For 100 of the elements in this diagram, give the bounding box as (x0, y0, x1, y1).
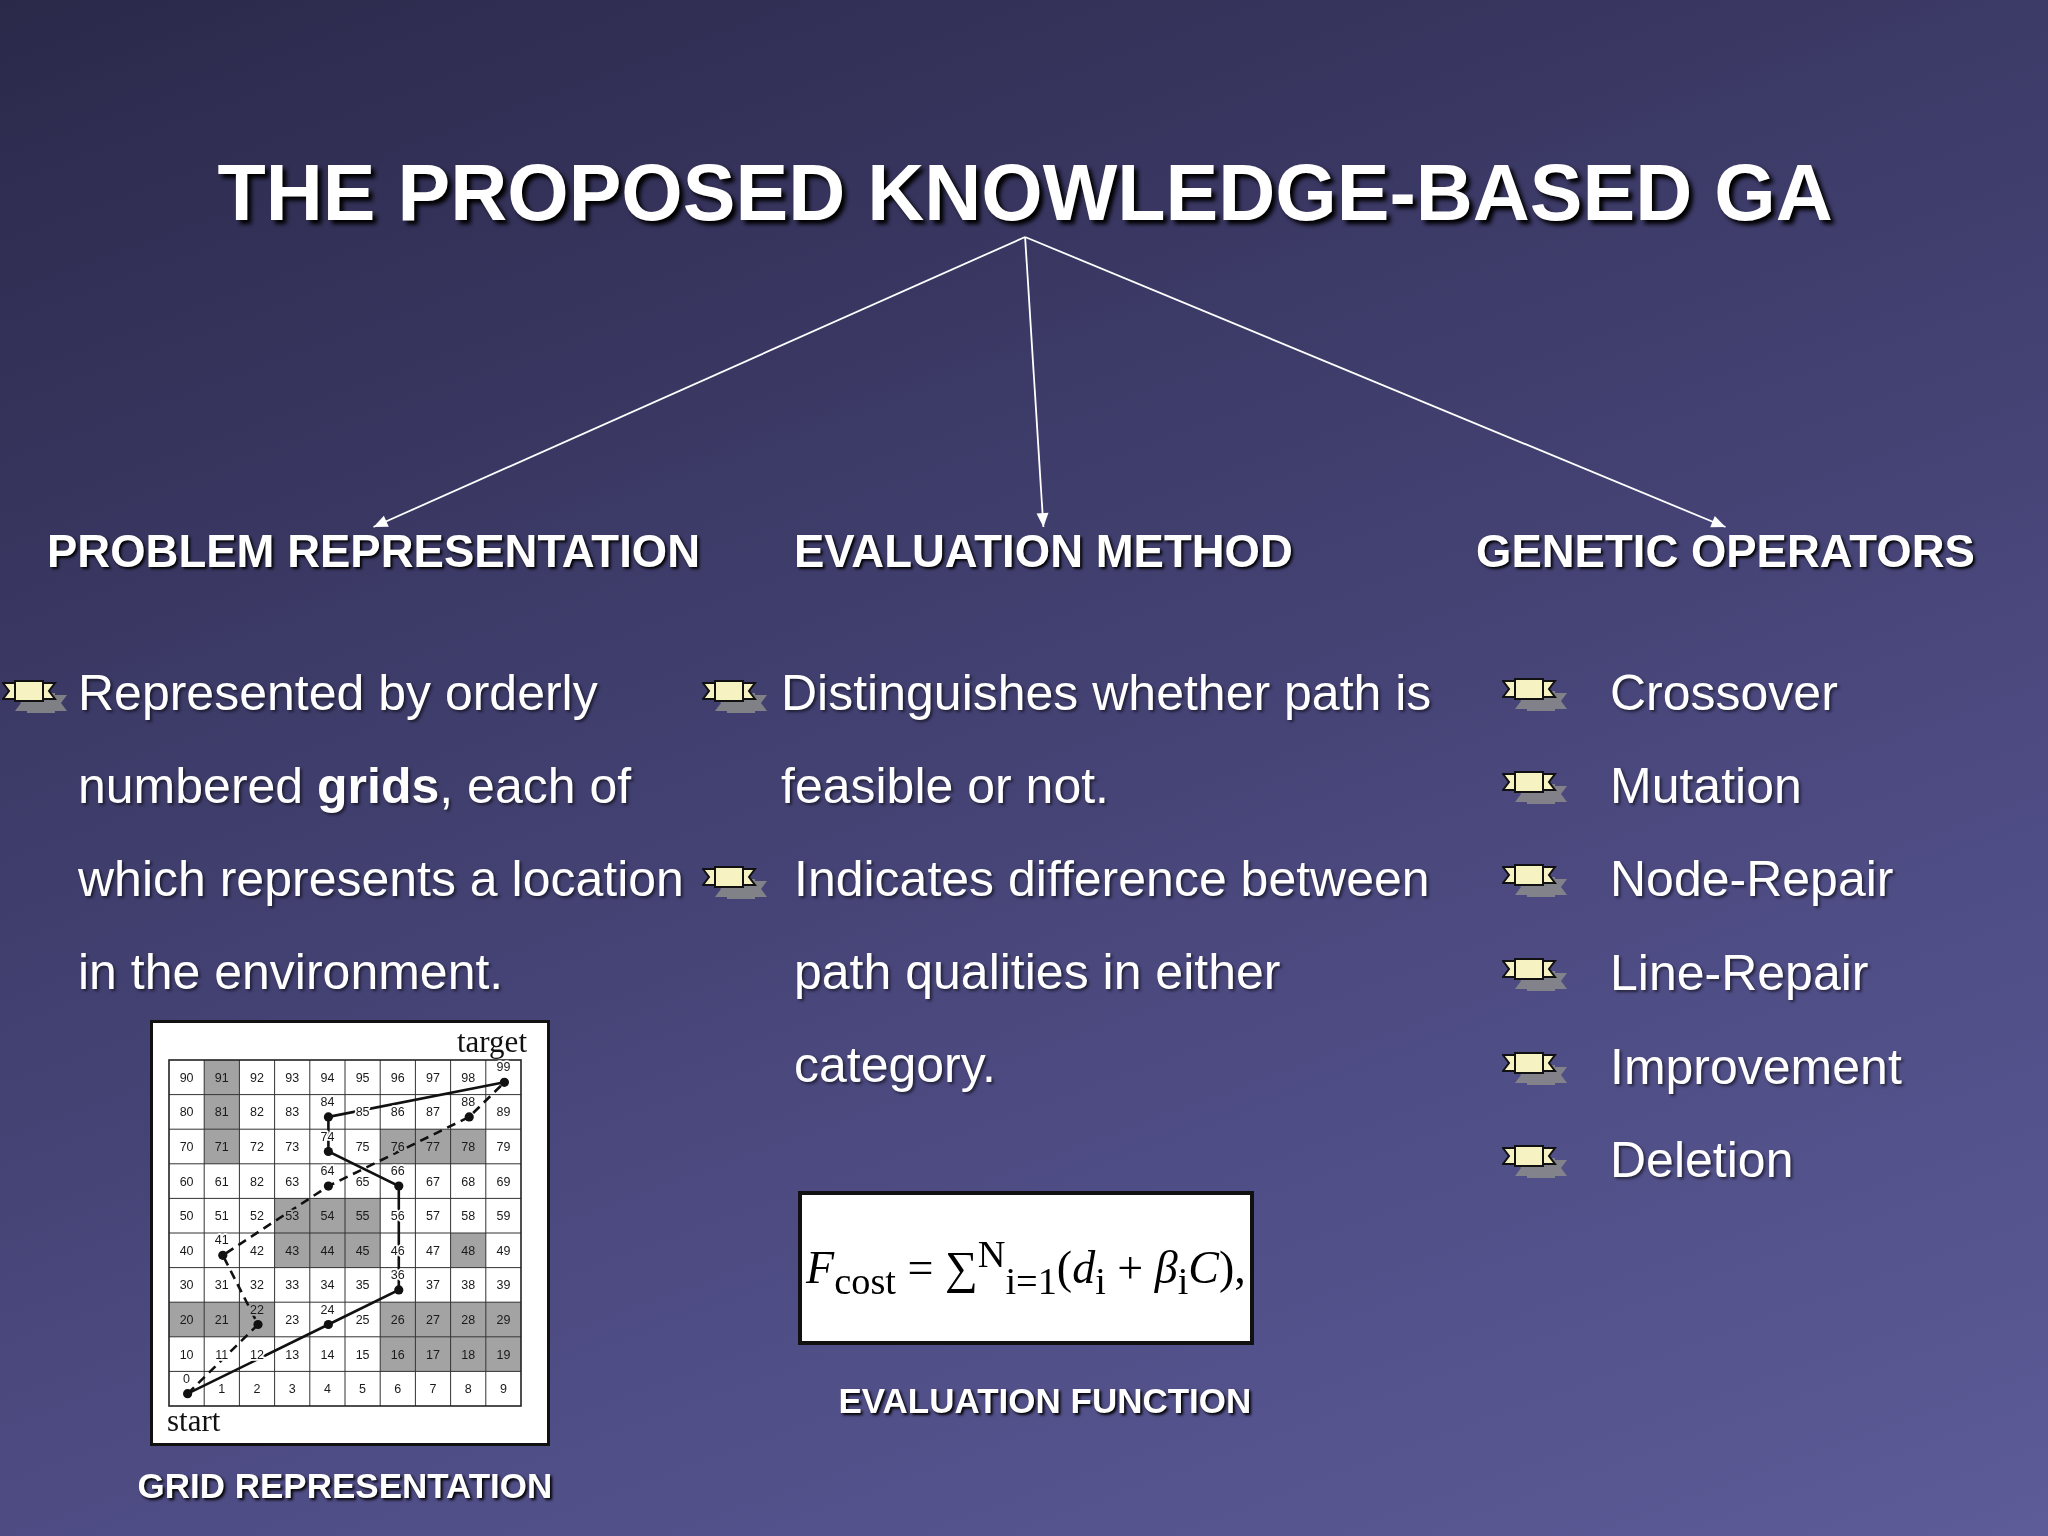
cell-number: 57 (426, 1209, 440, 1224)
cell-number: 35 (355, 1278, 370, 1293)
cell-number: 18 (461, 1347, 476, 1362)
cell-number: 28 (461, 1313, 476, 1327)
cell-number: 79 (496, 1140, 511, 1154)
cell-number: 29 (496, 1313, 511, 1327)
cell-number: 86 (390, 1105, 405, 1120)
cell-number: 7 (429, 1382, 437, 1397)
arrow (1024, 236, 1049, 528)
cell-number: 82 (250, 1174, 264, 1189)
cell-number: 54 (320, 1209, 335, 1224)
cell-number: 65 (355, 1174, 370, 1189)
column-heading: GENETIC OPERATORS (1476, 527, 1975, 577)
bullet-text: Crossover (1610, 664, 1838, 723)
cell-number: 1 (218, 1382, 226, 1397)
cell-number: 70 (179, 1140, 194, 1154)
cell-number: 15 (355, 1347, 370, 1362)
cell-number: 17 (426, 1347, 440, 1362)
cell-number: 97 (426, 1070, 440, 1085)
cell-number: 0 (183, 1371, 191, 1386)
cell-number: 14 (320, 1347, 335, 1362)
cell-number: 94 (320, 1070, 335, 1085)
cell-number: 58 (461, 1209, 476, 1224)
cell-number: 81 (214, 1105, 229, 1120)
cell-number: 59 (496, 1209, 511, 1224)
cell-number: 11 (215, 1347, 229, 1362)
cell-number: 98 (461, 1070, 476, 1085)
slide-title: THE PROPOSED KNOWLEDGE-BASED GA (217, 149, 1833, 237)
cell-number: 72 (250, 1140, 264, 1154)
cell-number: 31 (214, 1278, 229, 1293)
cell-number: 93 (285, 1070, 300, 1085)
cell-number: 53 (285, 1209, 300, 1224)
cell-number: 23 (285, 1313, 300, 1327)
cell-number: 24 (320, 1302, 335, 1317)
cell-number: 60 (179, 1174, 194, 1189)
cell-number: 45 (355, 1243, 370, 1258)
cell-number: 87 (426, 1105, 440, 1120)
cell-number: 39 (496, 1278, 511, 1293)
cell-number: 61 (214, 1174, 229, 1189)
figure-caption: GRID REPRESENTATION (137, 1465, 553, 1507)
figure-caption: EVALUATION FUNCTION (838, 1380, 1252, 1422)
cell-number: 10 (179, 1347, 194, 1362)
cell-number: 16 (390, 1347, 405, 1362)
cell-number: 96 (390, 1070, 405, 1085)
cell-number: 95 (355, 1070, 370, 1085)
cell-number: 49 (496, 1243, 511, 1258)
bullet-text: Line-Repair (1610, 944, 1869, 1003)
cell-number: 38 (461, 1278, 476, 1293)
cell-number: 3 (288, 1382, 296, 1397)
cell-number: 41 (214, 1233, 229, 1248)
map-label: target (457, 1026, 527, 1058)
cell-number: 2 (253, 1382, 261, 1397)
cell-number: 40 (179, 1243, 194, 1258)
cell-number: 55 (355, 1209, 370, 1224)
cell-number: 77 (426, 1140, 440, 1154)
cell-number: 69 (496, 1174, 511, 1189)
cell-number: 80 (179, 1105, 194, 1120)
cell-number: 68 (461, 1174, 476, 1189)
cell-number: 13 (285, 1347, 300, 1362)
cell-number: 92 (250, 1070, 264, 1085)
cell-number: 84 (320, 1094, 335, 1109)
cell-number: 63 (285, 1174, 300, 1189)
cell-number: 88 (461, 1094, 476, 1109)
cell-number: 33 (285, 1278, 300, 1293)
cell-number: 90 (179, 1070, 194, 1085)
bullet-text: Node-Repair (1610, 850, 1894, 909)
cell-number: 78 (461, 1140, 476, 1154)
cell-number: 89 (496, 1105, 511, 1120)
cell-number: 82 (250, 1105, 264, 1120)
cell-number: 71 (214, 1140, 229, 1154)
cell-number: 27 (426, 1313, 440, 1327)
cell-number: 26 (390, 1313, 405, 1327)
cell-number: 48 (461, 1243, 476, 1258)
cell-number: 19 (496, 1347, 511, 1362)
cell-number: 73 (285, 1140, 300, 1154)
cell-number: 67 (426, 1174, 440, 1189)
formula: F$_{cost}$ = ∑$^{N}$$_{i=1}$(d$_{i}$ + β$_{i}$C), (806, 1231, 1246, 1304)
cell-number: 43 (285, 1243, 300, 1258)
cell-number: 50 (179, 1209, 194, 1224)
cell-number: 9 (499, 1382, 507, 1397)
cell-number: 21 (214, 1313, 229, 1327)
cell-number: 83 (285, 1105, 300, 1120)
cell-number: 22 (250, 1302, 264, 1317)
cell-number: 91 (214, 1070, 229, 1085)
cell-number: 47 (426, 1243, 440, 1258)
cell-number: 37 (426, 1278, 440, 1293)
cell-number: 99 (496, 1060, 511, 1075)
cell-number: 6 (394, 1382, 402, 1397)
cell-number: 30 (179, 1278, 194, 1293)
bullet-text: Deletion (1610, 1131, 1794, 1190)
bullet-text: Represented by orderly numbered grids, each of which represents a location in the environment. (78, 664, 685, 1002)
cell-number: 44 (320, 1243, 335, 1258)
cell-number: 20 (179, 1313, 194, 1327)
column-heading: PROBLEM REPRESENTATION (47, 527, 701, 577)
cell-number: 32 (250, 1278, 264, 1293)
cell-number: 34 (320, 1278, 335, 1293)
bullet-text: Indicates difference between path qualities in either category. (794, 850, 1431, 1095)
arrow (372, 236, 1026, 528)
map-label: start (167, 1405, 221, 1437)
column-heading: EVALUATION METHOD (794, 527, 1293, 577)
